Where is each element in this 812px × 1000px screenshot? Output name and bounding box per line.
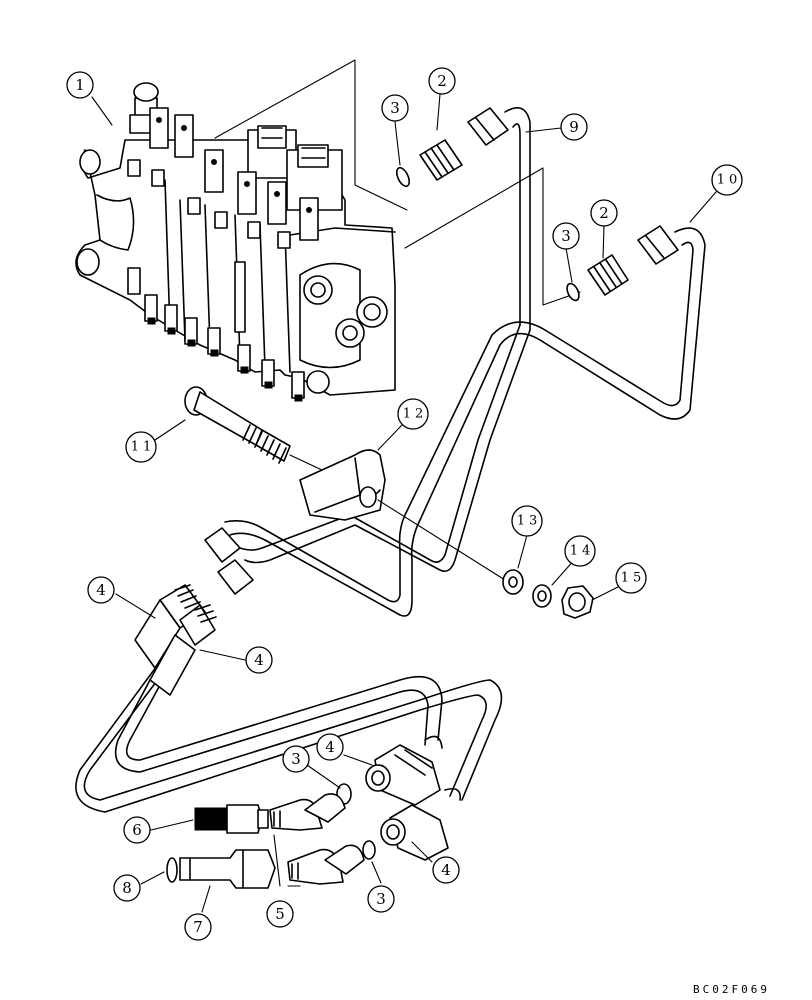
quick-couplers — [166, 793, 365, 889]
callout-3-upper: 3 — [381, 94, 409, 122]
svg-text:3: 3 — [561, 227, 571, 245]
callout-bubbles: 1 2 3 9 10 3 2 11 12 13 14 15 4 4 3 4 6 … — [66, 67, 743, 941]
upper-port-fittings — [396, 106, 706, 420]
callout-14: 14 — [564, 535, 596, 567]
callout-4-right: 4 — [432, 856, 460, 884]
svg-text:4: 4 — [254, 651, 264, 669]
lower-hose-ends — [336, 735, 462, 861]
svg-text:1: 1 — [75, 76, 85, 94]
clamp-hardware — [184, 386, 594, 619]
svg-text:3: 3 — [390, 99, 400, 117]
svg-text:2: 2 — [437, 72, 447, 90]
callout-4-lower: 4 — [316, 733, 344, 761]
svg-text:12: 12 — [403, 407, 428, 422]
svg-text:4: 4 — [96, 581, 106, 599]
callout-3-lower: 3 — [282, 745, 310, 773]
control-valve-assembly — [75, 59, 581, 402]
callout-10: 10 — [711, 164, 743, 196]
svg-text:4: 4 — [441, 861, 451, 879]
svg-text:13: 13 — [517, 514, 542, 529]
svg-text:8: 8 — [122, 879, 132, 897]
callout-2-upper: 2 — [428, 67, 456, 95]
svg-text:10: 10 — [717, 173, 742, 188]
drawing-code: BC02F069 — [693, 983, 770, 996]
svg-text:3: 3 — [376, 890, 386, 908]
svg-text:15: 15 — [621, 571, 646, 586]
svg-text:4: 4 — [325, 738, 335, 756]
callout-7: 7 — [184, 913, 212, 941]
svg-text:5: 5 — [275, 905, 285, 923]
callout-15: 15 — [615, 562, 647, 594]
callout-5: 5 — [266, 900, 294, 928]
callout-3-mid: 3 — [552, 222, 580, 250]
svg-text:6: 6 — [132, 821, 142, 839]
callout-1: 1 — [66, 71, 94, 99]
spool-actuators — [149, 107, 319, 241]
svg-text:11: 11 — [131, 440, 156, 455]
callout-13: 13 — [511, 505, 543, 537]
callout-2-mid: 2 — [590, 199, 618, 227]
leader-lines — [91, 93, 717, 913]
callout-4-left: 4 — [87, 576, 115, 604]
svg-text:9: 9 — [569, 118, 579, 136]
svg-text:3: 3 — [291, 750, 301, 768]
callout-9: 9 — [560, 113, 588, 141]
callout-3-bottom: 3 — [367, 885, 395, 913]
svg-text:7: 7 — [193, 918, 203, 936]
spool-ends-bottom — [127, 267, 305, 402]
callout-4-mid: 4 — [245, 646, 273, 674]
callout-8: 8 — [113, 874, 141, 902]
callout-12: 12 — [397, 398, 429, 430]
hydraulic-tubes — [75, 321, 546, 813]
callout-6: 6 — [123, 816, 151, 844]
svg-text:2: 2 — [599, 204, 609, 222]
tube-end-fittings — [134, 527, 254, 696]
callout-11: 11 — [125, 431, 157, 463]
svg-text:14: 14 — [570, 544, 595, 559]
